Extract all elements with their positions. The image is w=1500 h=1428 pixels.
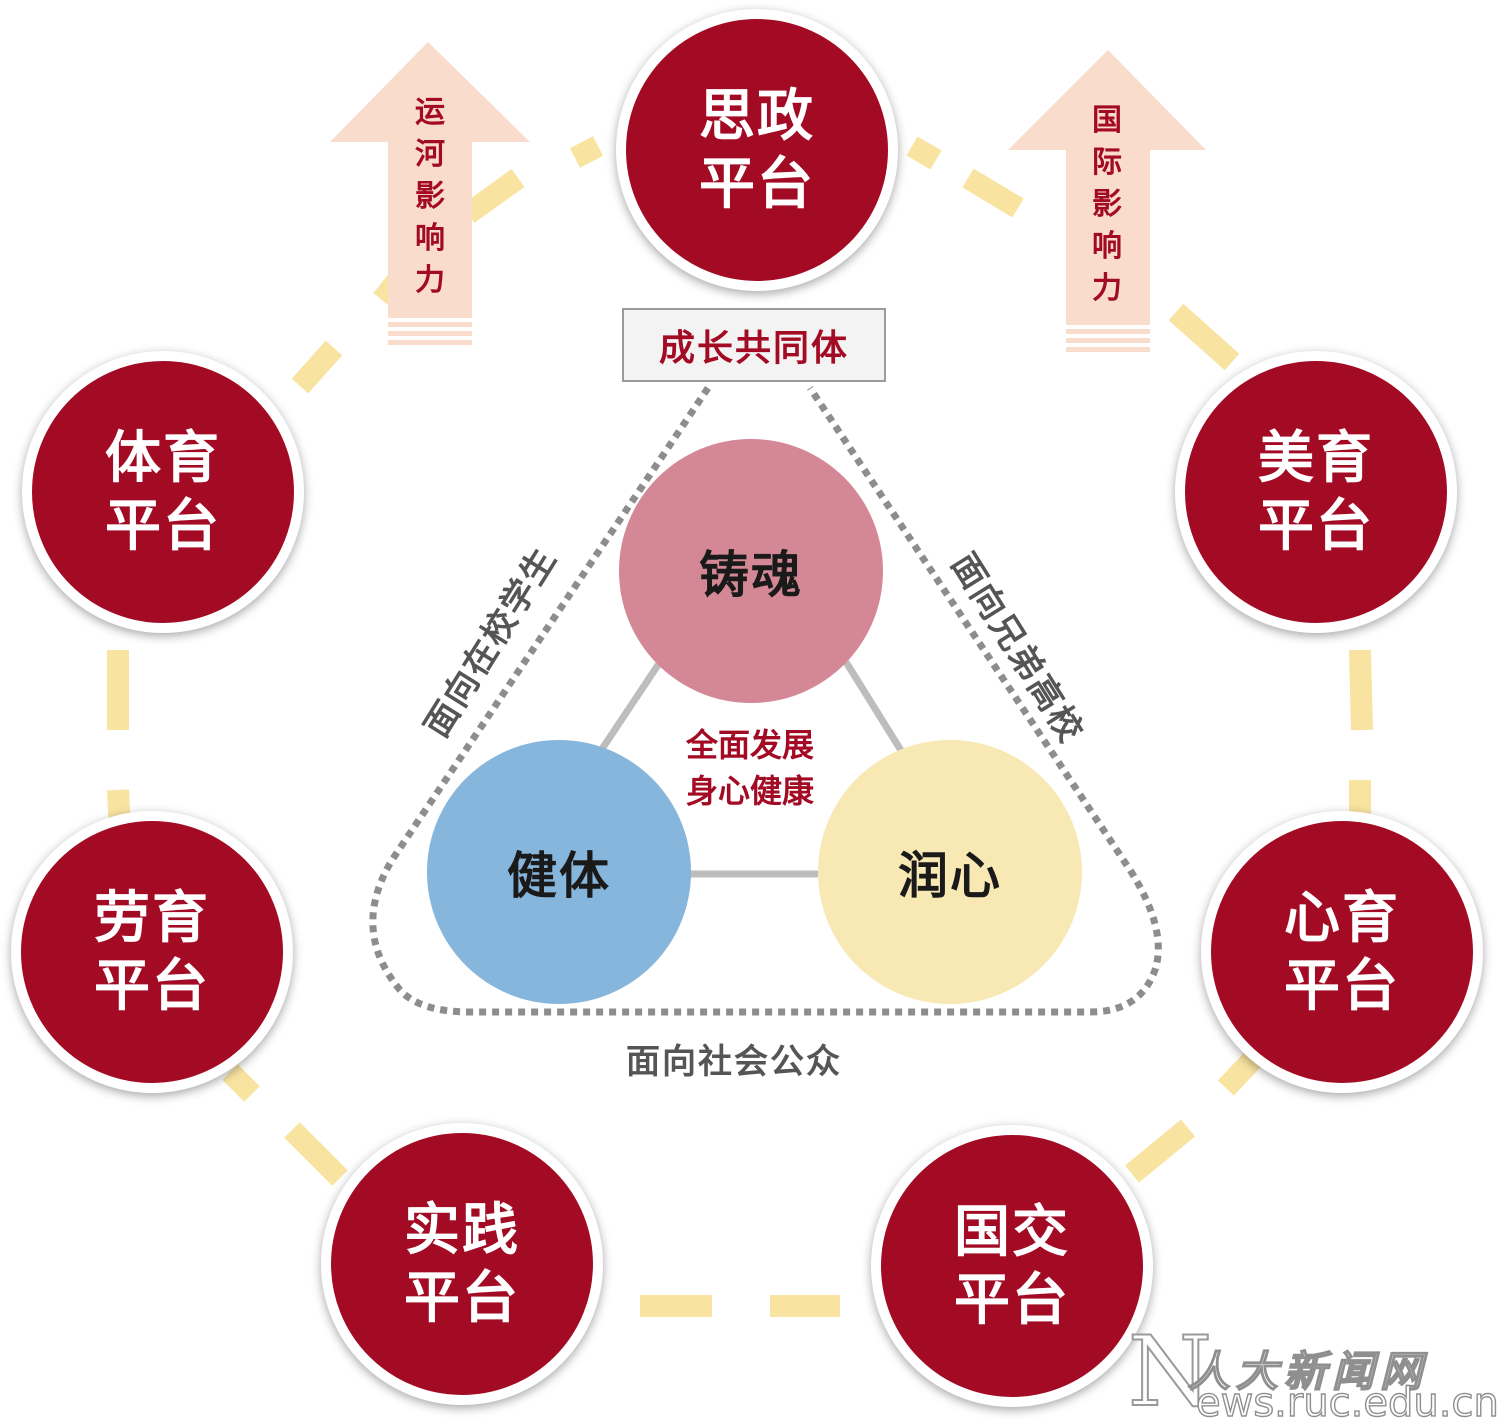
platform-label-line1: 国交 [954,1199,1070,1265]
core-label-right: 润心 [898,846,1002,905]
community-label: 成长共同体 [622,308,886,382]
platform-label-line2: 平台 [404,1265,520,1331]
core-circle-jianti: 健体 [427,740,691,1004]
side-label-bottom: 面向社会公众 [626,1042,842,1082]
platform-label-line2: 平台 [105,493,221,559]
right-arrow-text: 国际影响力 [1092,103,1122,306]
core-circle-zhuhun: 铸魂 [619,439,883,703]
platform-label-line1: 劳育 [94,885,210,951]
platform-label-line1: 思政 [699,83,815,149]
platform-sizheng[interactable]: 思政 平台 [616,9,898,291]
dotted-triangle [369,386,1162,1016]
ring-dash-segment [222,1064,260,1102]
left-up-arrow [330,42,530,345]
ring-dash-segment [291,340,343,394]
platform-label-line2: 平台 [699,151,815,217]
core-label-left: 健体 [507,846,611,905]
platform-guojiao[interactable]: 国交 平台 [871,1125,1153,1407]
core-label-top: 铸魂 [699,545,803,604]
ring-dash-segment [1125,1119,1195,1183]
core-connectors [597,660,905,878]
center-text-line2: 身心健康 [685,772,814,810]
platform-meiyu[interactable]: 美育 平台 [1175,351,1457,633]
left-arrow-text: 运河影响力 [415,95,445,298]
platform-label-line2: 平台 [954,1267,1070,1333]
platform-xinyu[interactable]: 心育 平台 [1201,811,1483,1093]
platform-label-line2: 平台 [1258,493,1374,559]
watermark-url: ews.ruc.edu.cn [1195,1379,1499,1426]
ring-dash-segment [284,1122,348,1186]
platform-label-line1: 实践 [404,1197,520,1263]
platform-shijian[interactable]: 实践 平台 [321,1123,603,1405]
center-text-line1: 全面发展 [685,726,814,764]
platform-tiyu[interactable]: 体育 平台 [22,351,304,633]
platform-label-line1: 体育 [105,425,221,491]
right-up-arrow [1008,50,1206,352]
ring-dash-segment [906,136,942,170]
platform-laoyu[interactable]: 劳育 平台 [11,811,293,1093]
ring-dash-segment [1349,649,1373,731]
outer-dashed-ring [107,136,1373,1317]
watermark-letter: N [1127,1316,1213,1428]
ring-dash-segment [461,169,525,223]
ring-dash-segment [1217,1050,1263,1096]
center-text: 全面发展 身心健康 [650,722,850,814]
core-circle-runxin: 润心 [818,740,1082,1004]
ring-dash-segment [962,168,1024,218]
watermark-site-name: 人大新闻网 [1187,1346,1429,1397]
ring-dash-segment [569,136,604,168]
ring-dash-segment [1168,303,1240,371]
platform-label-line2: 平台 [94,953,210,1019]
platform-label-line2: 平台 [1284,953,1400,1019]
platform-label-line1: 美育 [1258,425,1374,491]
platform-label-line1: 心育 [1284,885,1400,951]
